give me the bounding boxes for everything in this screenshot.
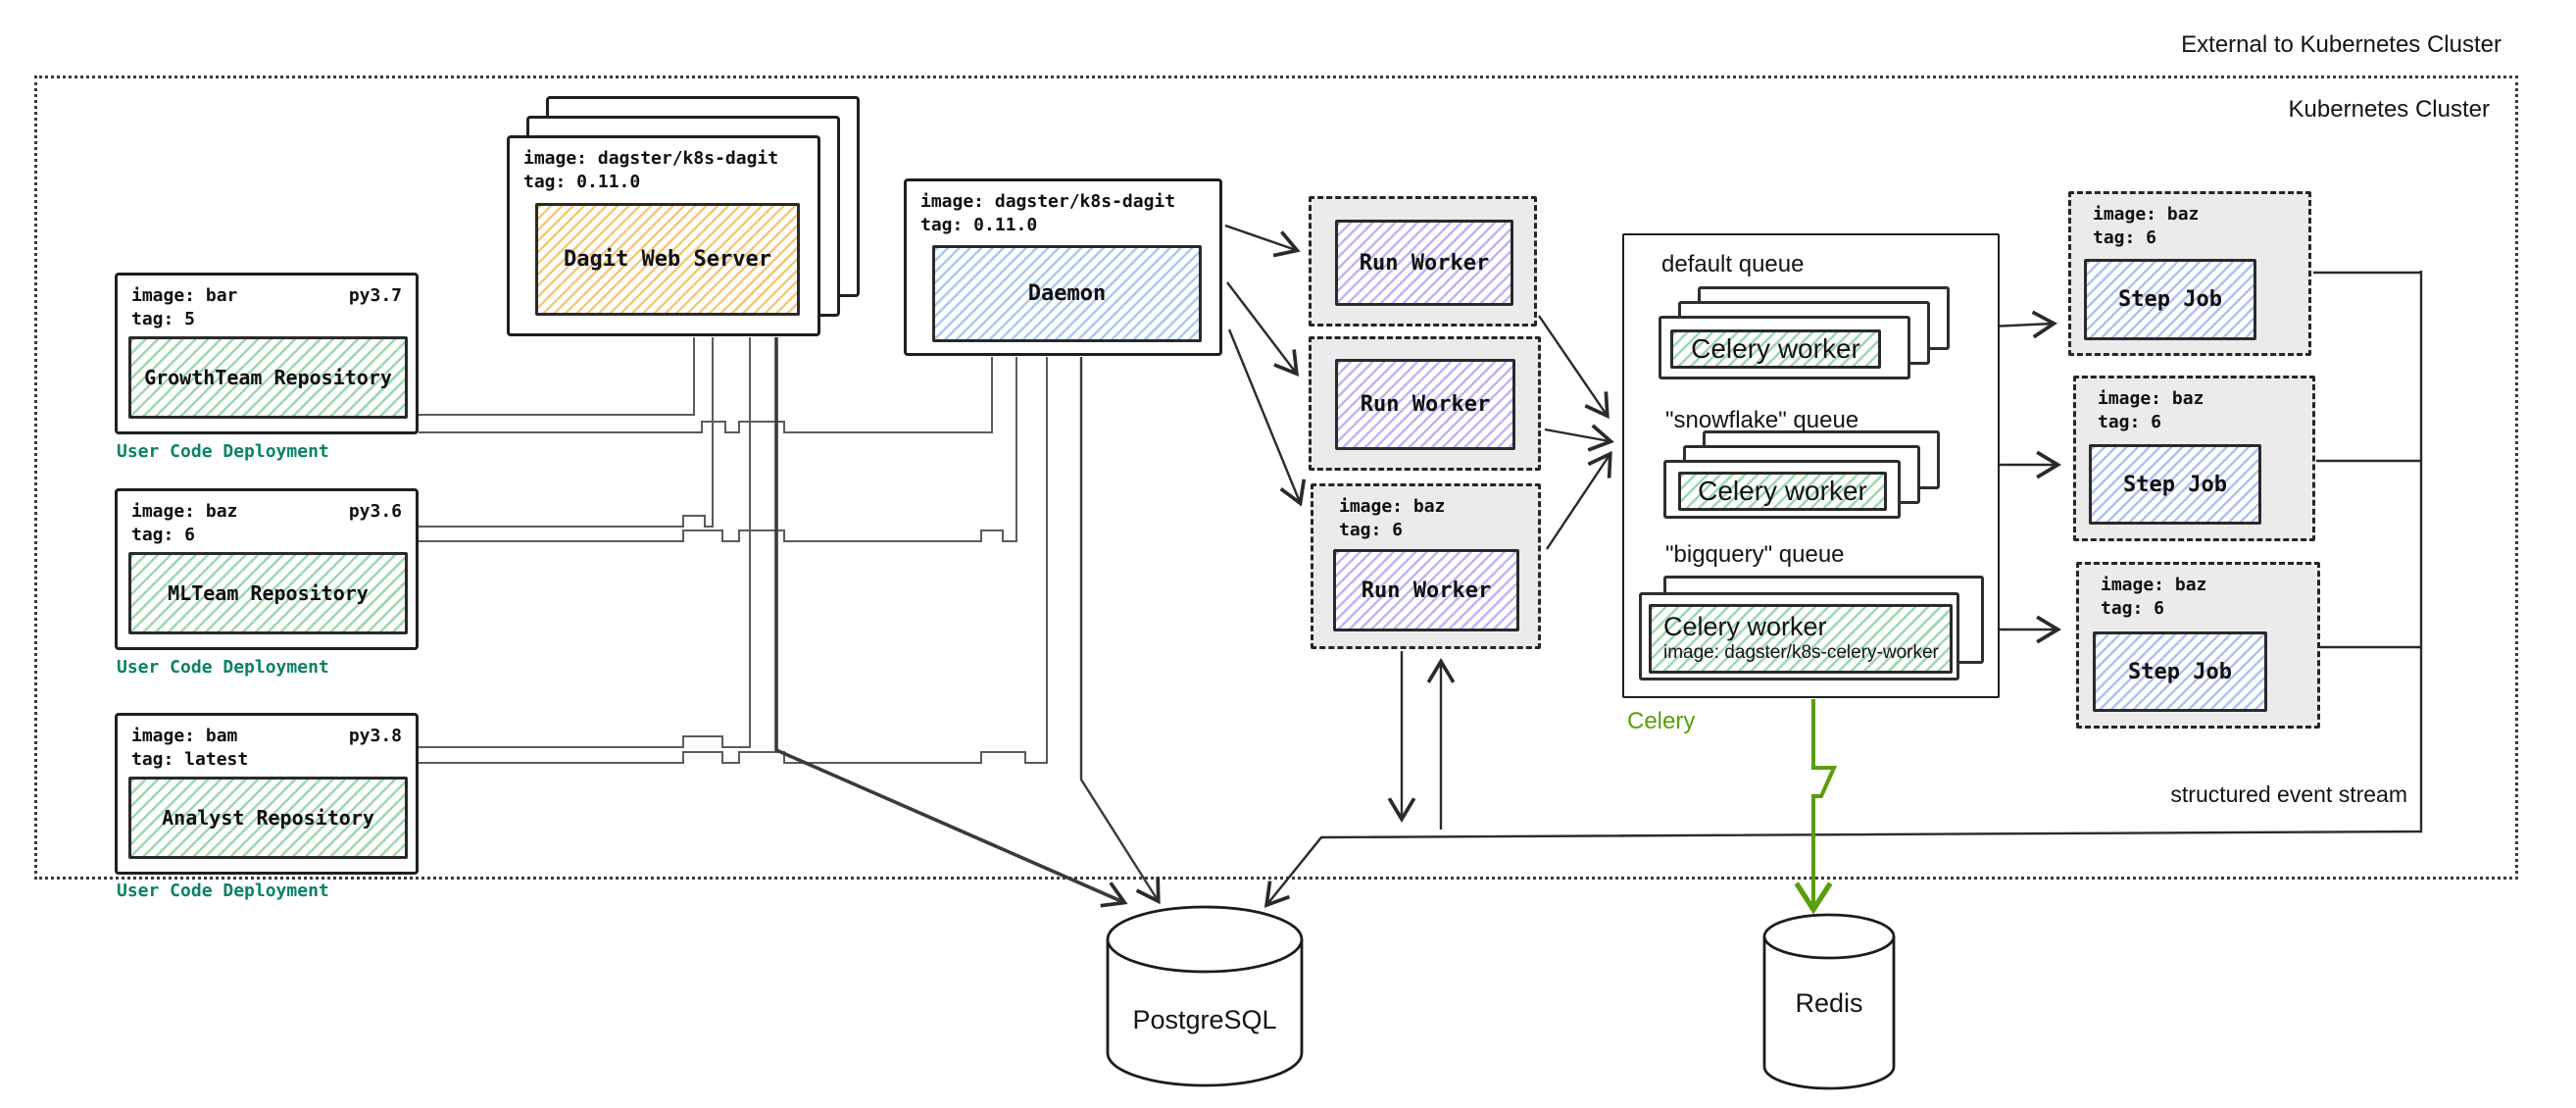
- celery-worker-image: image: dagster/k8s-celery-worker: [1663, 642, 1939, 664]
- event-stream-wires: [1263, 271, 2423, 908]
- step-job-pod-3: image: baz tag: 6 Step Job: [2076, 562, 2320, 729]
- step-job-tag: tag: 6: [2093, 227, 2157, 249]
- queue-title-bigquery: "bigquery" queue: [1665, 541, 1845, 568]
- repository-box: GrowthTeam Repository: [128, 336, 408, 419]
- kubernetes-cluster-label: Kubernetes Cluster: [2288, 96, 2490, 123]
- user-code-deployment-1: image: bar py3.7 tag: 5 GrowthTeam Repos…: [115, 273, 419, 434]
- celery-container: default queue Celery worker "snowflake" …: [1622, 233, 2000, 698]
- deployment-tag: tag: 6: [131, 525, 196, 546]
- celery-label: Celery: [1627, 708, 1696, 734]
- step-job-image: image: baz: [2101, 575, 2207, 595]
- repository-box: Analyst Repository: [128, 777, 408, 859]
- celery-worker-box: Celery worker: [1670, 329, 1881, 369]
- celery-worker-box: Celery worker: [1678, 472, 1887, 511]
- step-job-image: image: baz: [2098, 388, 2204, 409]
- dagit-web-server: image: dagster/k8s-dagit tag: 0.11.0 Dag…: [507, 135, 820, 336]
- daemon-launch-arrows: [1224, 224, 1307, 507]
- dagit-label-box: Dagit Web Server: [535, 203, 800, 316]
- step-job-pod-1: image: baz tag: 6 Step Job: [2068, 191, 2311, 356]
- event-stream-label: structured event stream: [2170, 781, 2407, 807]
- redis-cylinder: [1762, 913, 1896, 1090]
- kubernetes-cluster-boundary: [34, 76, 2518, 880]
- postgres-arrows: [774, 337, 1161, 908]
- dagit-tag: tag: 0.11.0: [523, 172, 641, 193]
- deployment-tag: tag: 5: [131, 309, 196, 330]
- run-worker-image: image: baz: [1339, 496, 1446, 517]
- dagit-image: image: dagster/k8s-dagit: [523, 148, 779, 169]
- grpc-wires: [419, 337, 1048, 764]
- user-code-deployment-3: image: bam py3.8 tag: latest Analyst Rep…: [115, 713, 419, 875]
- step-job-tag: tag: 6: [2098, 412, 2162, 433]
- deployment-python-version: py3.6: [348, 501, 402, 522]
- user-code-deployment-caption: User Code Deployment: [117, 881, 329, 901]
- repository-box: MLTeam Repository: [128, 552, 408, 634]
- postgres-label: PostgreSQL: [1132, 1005, 1277, 1034]
- daemon-label-box: Daemon: [932, 245, 1202, 342]
- daemon: image: dagster/k8s-dagit tag: 0.11.0 Dae…: [904, 178, 1222, 356]
- celery-worker-card: Celery worker image: dagster/k8s-celery-…: [1639, 592, 1959, 680]
- daemon-tag: tag: 0.11.0: [920, 215, 1038, 236]
- celery-worker-card: Celery worker: [1659, 316, 1910, 379]
- step-job-box: Step Job: [2084, 259, 2256, 340]
- step-job-box: Step Job: [2093, 631, 2267, 712]
- run-worker-pod-2: Run Worker: [1309, 336, 1541, 471]
- run-worker-box: Run Worker: [1335, 220, 1513, 306]
- step-job-image: image: baz: [2093, 204, 2200, 225]
- deployment-image: image: bam: [131, 726, 238, 746]
- external-cluster-label: External to Kubernetes Cluster: [2181, 31, 2502, 58]
- run-worker-box: Run Worker: [1333, 549, 1519, 631]
- user-code-deployment-2: image: baz py3.6 tag: 6 MLTeam Repositor…: [115, 488, 419, 650]
- redis-label: Redis: [1795, 988, 1863, 1018]
- celery-worker-card: Celery worker: [1663, 460, 1901, 519]
- run-worker-pod-1: Run Worker: [1309, 196, 1537, 327]
- user-code-deployment-caption: User Code Deployment: [117, 657, 329, 678]
- queue-title-snowflake: "snowflake" queue: [1665, 407, 1859, 433]
- queue-title-default: default queue: [1661, 251, 1805, 277]
- step-job-box: Step Job: [2089, 444, 2261, 525]
- step-job-tag: tag: 6: [2101, 598, 2165, 620]
- run-worker-box: Run Worker: [1335, 359, 1515, 450]
- deployment-tag: tag: latest: [131, 749, 249, 771]
- deployment-python-version: py3.7: [348, 285, 402, 306]
- celery-to-redis-arrow: [1794, 699, 1838, 915]
- daemon-image: image: dagster/k8s-dagit: [920, 191, 1176, 212]
- run-worker-pod-3: image: baz tag: 6 Run Worker: [1311, 483, 1541, 649]
- celery-worker-box: Celery worker: [1663, 611, 1827, 641]
- step-job-pod-2: image: baz tag: 6 Step Job: [2073, 376, 2315, 541]
- user-code-deployment-caption: User Code Deployment: [117, 441, 329, 462]
- postgres-cylinder: [1106, 905, 1304, 1087]
- worker-to-celery-arrows: [1538, 315, 1614, 550]
- deployment-image: image: baz: [131, 501, 238, 522]
- run-worker-tag: tag: 6: [1339, 520, 1404, 541]
- deployment-image: image: bar: [131, 285, 238, 306]
- deployment-python-version: py3.8: [348, 726, 402, 746]
